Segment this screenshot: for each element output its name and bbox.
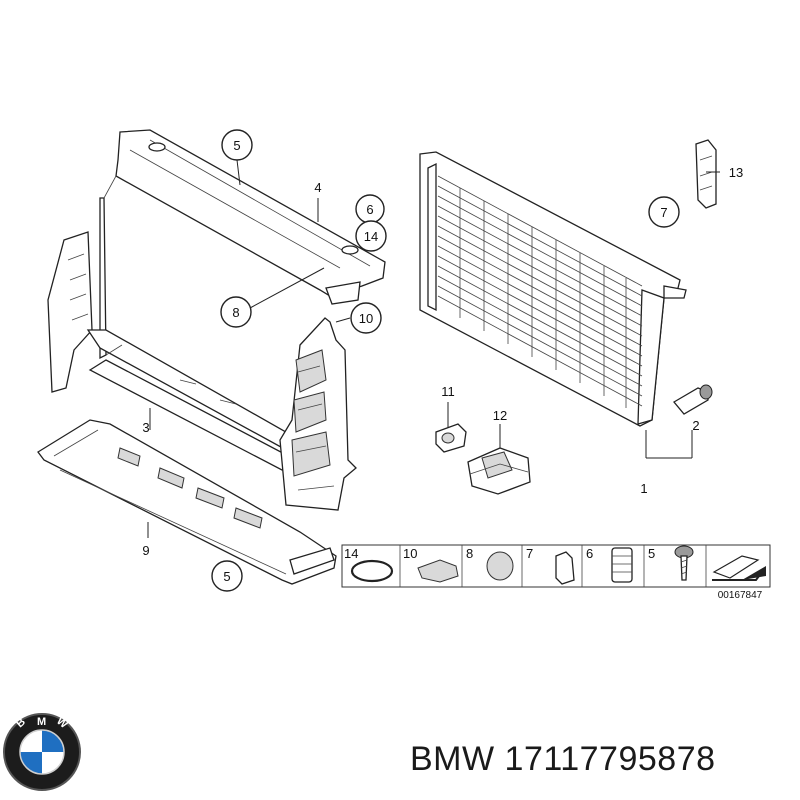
callout-7: 7 bbox=[648, 196, 680, 228]
part-number-title: BMW 17117795878 bbox=[410, 740, 716, 778]
callout-12-label: 12 bbox=[493, 408, 507, 423]
legend-item-7-label: 7 bbox=[526, 546, 533, 561]
upper-carrier-part bbox=[115, 129, 386, 305]
callout-5-bottom-label: 5 bbox=[223, 569, 230, 584]
air-duct-part bbox=[279, 317, 357, 511]
callout-6: 6 bbox=[355, 194, 385, 224]
callout-3-label: 3 bbox=[142, 420, 149, 435]
frame-shroud-part bbox=[47, 175, 301, 471]
o-ring-icon bbox=[350, 559, 394, 583]
rubber-buffer-icon bbox=[611, 547, 633, 583]
legend-item-10-label: 10 bbox=[403, 546, 417, 561]
callout-2-label: 2 bbox=[692, 418, 699, 433]
lower-air-guide-part bbox=[37, 419, 337, 585]
clip-icon bbox=[417, 559, 459, 583]
bmw-roundel-logo: B M W bbox=[3, 713, 81, 791]
legend-item-5-label: 5 bbox=[648, 546, 655, 561]
callout-14: 14 bbox=[355, 220, 387, 252]
callout-10: 10 bbox=[350, 302, 382, 334]
reference-number: 00167847 bbox=[718, 590, 763, 601]
svg-text:M: M bbox=[37, 716, 46, 728]
callout-11-label: 11 bbox=[441, 384, 455, 399]
callout-8: 8 bbox=[220, 296, 252, 328]
callout-5-top: 5 bbox=[221, 129, 253, 161]
legend-item-14-label: 14 bbox=[344, 546, 358, 561]
screw-icon bbox=[674, 545, 694, 581]
leader-lines bbox=[147, 159, 720, 538]
small-parts-legend: 14 10 8 7 6 5 00167847 bbox=[341, 544, 771, 601]
callout-13-label: 13 bbox=[729, 165, 743, 180]
callout-14-label: 14 bbox=[364, 229, 378, 244]
drain-plug-part bbox=[673, 384, 713, 415]
legend-item-8-label: 8 bbox=[466, 546, 473, 561]
plug-icon bbox=[555, 551, 575, 585]
callout-4-label: 4 bbox=[314, 180, 321, 195]
clip-part bbox=[435, 423, 467, 453]
rubber-mount-part bbox=[467, 447, 531, 495]
callout-5-bottom: 5 bbox=[211, 560, 243, 592]
callout-7-label: 7 bbox=[660, 205, 667, 220]
callout-9-label: 9 bbox=[142, 543, 149, 558]
cap-icon bbox=[486, 551, 514, 581]
radiator-part bbox=[419, 151, 687, 427]
bracket-part bbox=[695, 139, 717, 209]
callout-6-label: 6 bbox=[366, 202, 373, 217]
arrow-symbol-icon bbox=[712, 555, 766, 581]
callout-1-label: 1 bbox=[640, 481, 647, 496]
callout-8-label: 8 bbox=[232, 305, 239, 320]
legend-item-6-label: 6 bbox=[586, 546, 593, 561]
callout-10-label: 10 bbox=[359, 311, 373, 326]
callout-5-top-label: 5 bbox=[233, 138, 240, 153]
